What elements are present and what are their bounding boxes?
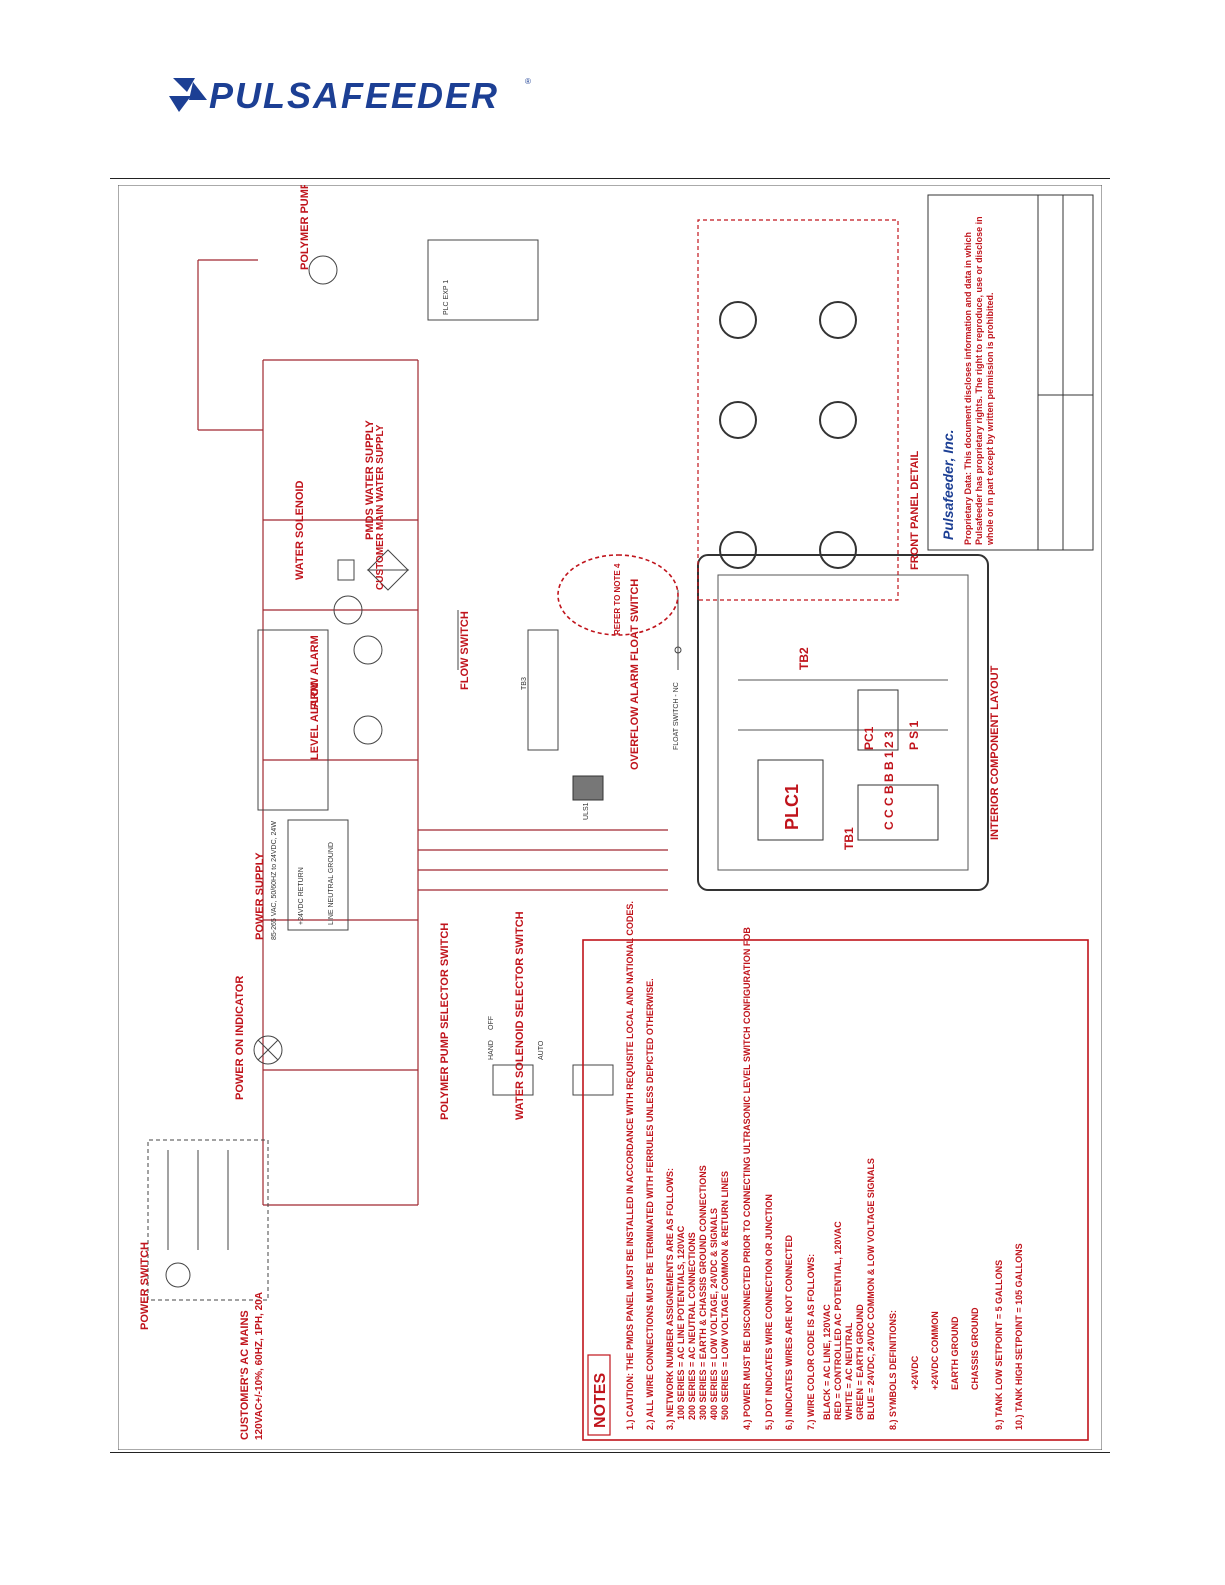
plc-expansion-box: [427, 239, 539, 321]
brand-name: PULSAFEEDER: [209, 75, 499, 116]
proprietary-note: Proprietary Data: This document disclose…: [963, 216, 995, 545]
pmds-water-supply-label: PMDS WATER SUPPLY: [364, 420, 376, 540]
tb3-terminal-block: [527, 629, 559, 751]
note-3b: 200 SERIES = AC NEUTRAL CONNECTIONS: [687, 1232, 697, 1420]
pulsafeeder-logo: PULSAFEEDER ®: [165, 70, 565, 120]
note-8: 8.) SYMBOLS DEFINITIONS:: [888, 1310, 898, 1430]
polymer-pump-selector-label: POLYMER PUMP SELECTOR SWITCH: [439, 923, 451, 1120]
tb3-label: TB3: [521, 677, 528, 690]
note-7a: BLACK = AC LINE, 120VAC: [822, 1304, 832, 1420]
note-8d: CHASSIS GROUND: [970, 1307, 980, 1390]
power-supply-box: [287, 819, 349, 931]
power-ladder: [197, 259, 668, 1206]
top-rule: [110, 178, 1110, 179]
hand-label: HAND: [488, 1040, 495, 1060]
bottom-rule: [110, 1452, 1110, 1453]
refer-to-note: REFER TO NOTE 4: [613, 563, 622, 635]
plc1-label: PLC1: [782, 784, 802, 830]
flow-float-switch: [457, 590, 682, 670]
water-solenoid-label: WATER SOLENOID: [294, 481, 306, 580]
power-on-indicator-label: POWER ON INDICATOR: [234, 976, 246, 1100]
note-7: 7.) WIRE COLOR CODE IS AS FOLLOWS:: [806, 1254, 816, 1430]
tb2-label: TB2: [797, 647, 811, 670]
note-1: 1.) CAUTION: THE PMDS PANEL MUST BE INST…: [625, 901, 635, 1430]
power-supply-inner-right: +24VDC RETURN: [298, 867, 305, 925]
cb-label: C C C B B B 1 2 3: [882, 731, 896, 830]
power-supply-label: POWER SUPPLY: [254, 852, 266, 940]
note-5: 5.) DOT INDICATES WIRE CONNECTION OR JUN…: [764, 1194, 774, 1430]
title-block: [927, 194, 1094, 551]
note-4: 4.) POWER MUST BE DISCONNECTED PRIOR TO …: [742, 927, 752, 1430]
wiring-diagram: LINE NEUTRAL GROUND +24VDC RETURN: [118, 185, 1102, 1450]
refer-note-ellipse: [557, 554, 679, 636]
interior-layout-label: INTERIOR COMPONENT LAYOUT: [989, 665, 1001, 840]
water-solenoid-selector-label: WATER SOLENOID SELECTOR SWITCH: [514, 911, 526, 1120]
wiring-diagram-sheet: LINE NEUTRAL GROUND +24VDC RETURN: [118, 185, 1102, 1450]
notes-title-box: [587, 1354, 611, 1436]
overflow-alarm-label: OVERFLOW ALARM FLOAT SWITCH: [629, 579, 641, 770]
customer-mains-label: CUSTOMER'S AC MAINS: [239, 1310, 251, 1440]
auto-label: AUTO: [538, 1040, 545, 1060]
solenoid-pump: [308, 255, 410, 591]
note-7b: RED = CONTROLLED AC POTENTIAL, 120VAC: [833, 1221, 843, 1420]
note-3a: 100 SERIES = AC LINE POTENTIALS, 120VAC: [676, 1225, 686, 1420]
customer-main-water-label: CUSTOMER MAIN WATER SUPPLY: [375, 424, 386, 590]
power-switch-label: POWER SWITCH: [139, 1242, 151, 1330]
pc1-label: PC1: [862, 726, 876, 750]
note-3e: 500 SERIES = LOW VOLTAGE COMMON & RETURN…: [720, 1171, 730, 1420]
tb1-label: TB1: [842, 827, 856, 850]
note-7c: WHITE = AC NEUTRAL: [844, 1322, 854, 1420]
note-2: 2.) ALL WIRE CONNECTIONS MUST BE TERMINA…: [645, 978, 655, 1430]
interior-layout: [697, 554, 989, 891]
polymer-pump-label: POLYMER PUMP: [299, 185, 311, 270]
front-panel-detail: [697, 219, 899, 601]
level-alarm-label: LEVEL ALARM: [309, 682, 321, 760]
power-supply-inner-left: LINE NEUTRAL GROUND: [328, 842, 335, 925]
note-8c: EARTH GROUND: [950, 1316, 960, 1390]
note-7d: GREEN = EARTH GROUND: [855, 1304, 865, 1420]
selector-switches: [492, 1064, 614, 1096]
notes-list: 1.) CAUTION: THE PMDS PANEL MUST BE INST…: [625, 901, 1024, 1430]
notes-box: [582, 939, 1089, 1441]
power-on-lamp: [253, 1035, 283, 1065]
notes-title: NOTES: [592, 1373, 609, 1428]
flow-switch-label: FLOW SWITCH: [459, 611, 471, 690]
plc-exp-label: PLC EXP 1: [443, 280, 450, 315]
flow-alarm-label: FLOW ALARM: [309, 635, 321, 710]
note-7e: BLUE = 24VDC, 24VDC COMMON & LOW VOLTAGE…: [866, 1158, 876, 1420]
sheet-border: [118, 185, 1102, 1450]
float-switch-nc: FLOAT SWITCH - NC: [673, 682, 680, 750]
customer-mains-spec: 120VAC+/-10%, 60HZ, 1PH, 20A: [254, 1292, 265, 1440]
power-supply-spec: 85-265 VAC, 50/60HZ to 24VDC, 24W: [271, 821, 278, 940]
note-3c: 300 SERIES = EARTH & CHASSIS GROUND CONN…: [698, 1165, 708, 1420]
company-name: Pulsafeeder, Inc.: [940, 430, 956, 541]
uls1-sensor-icon: [572, 775, 604, 801]
proprietary-note-wrap: Proprietary Data: This document disclose…: [963, 216, 995, 545]
ps-label: P S 1: [907, 721, 921, 750]
note-6: 6.) INDICATES WIRES ARE NOT CONNECTED: [784, 1234, 794, 1430]
note-3: 3.) NETWORK NUMBER ASSIGNEMENTS ARE AS F…: [665, 1168, 675, 1430]
note-8a: +24VDC: [910, 1355, 920, 1390]
note-9: 9.) TANK LOW SETPOINT = 5 GALLONS: [994, 1260, 1004, 1430]
power-contactor: [147, 1139, 269, 1301]
logo-fan-icon: [169, 78, 207, 112]
note-10: 10.) TANK HIGH SETPOINT = 105 GALLONS: [1014, 1243, 1024, 1430]
note-8b: +24VDC COMMON: [930, 1311, 940, 1390]
note-3d: 400 SERIES = LOW VOLTAGE, 24VDC & SIGNAL…: [709, 1208, 719, 1420]
uls1-label: ULS1: [583, 802, 590, 820]
front-panel-detail-label: FRONT PANEL DETAIL: [909, 451, 921, 570]
alarm-lamps: [333, 595, 383, 745]
registered-mark: ®: [525, 77, 531, 86]
plc-box: [257, 629, 329, 811]
off-label: OFF: [488, 1016, 495, 1030]
